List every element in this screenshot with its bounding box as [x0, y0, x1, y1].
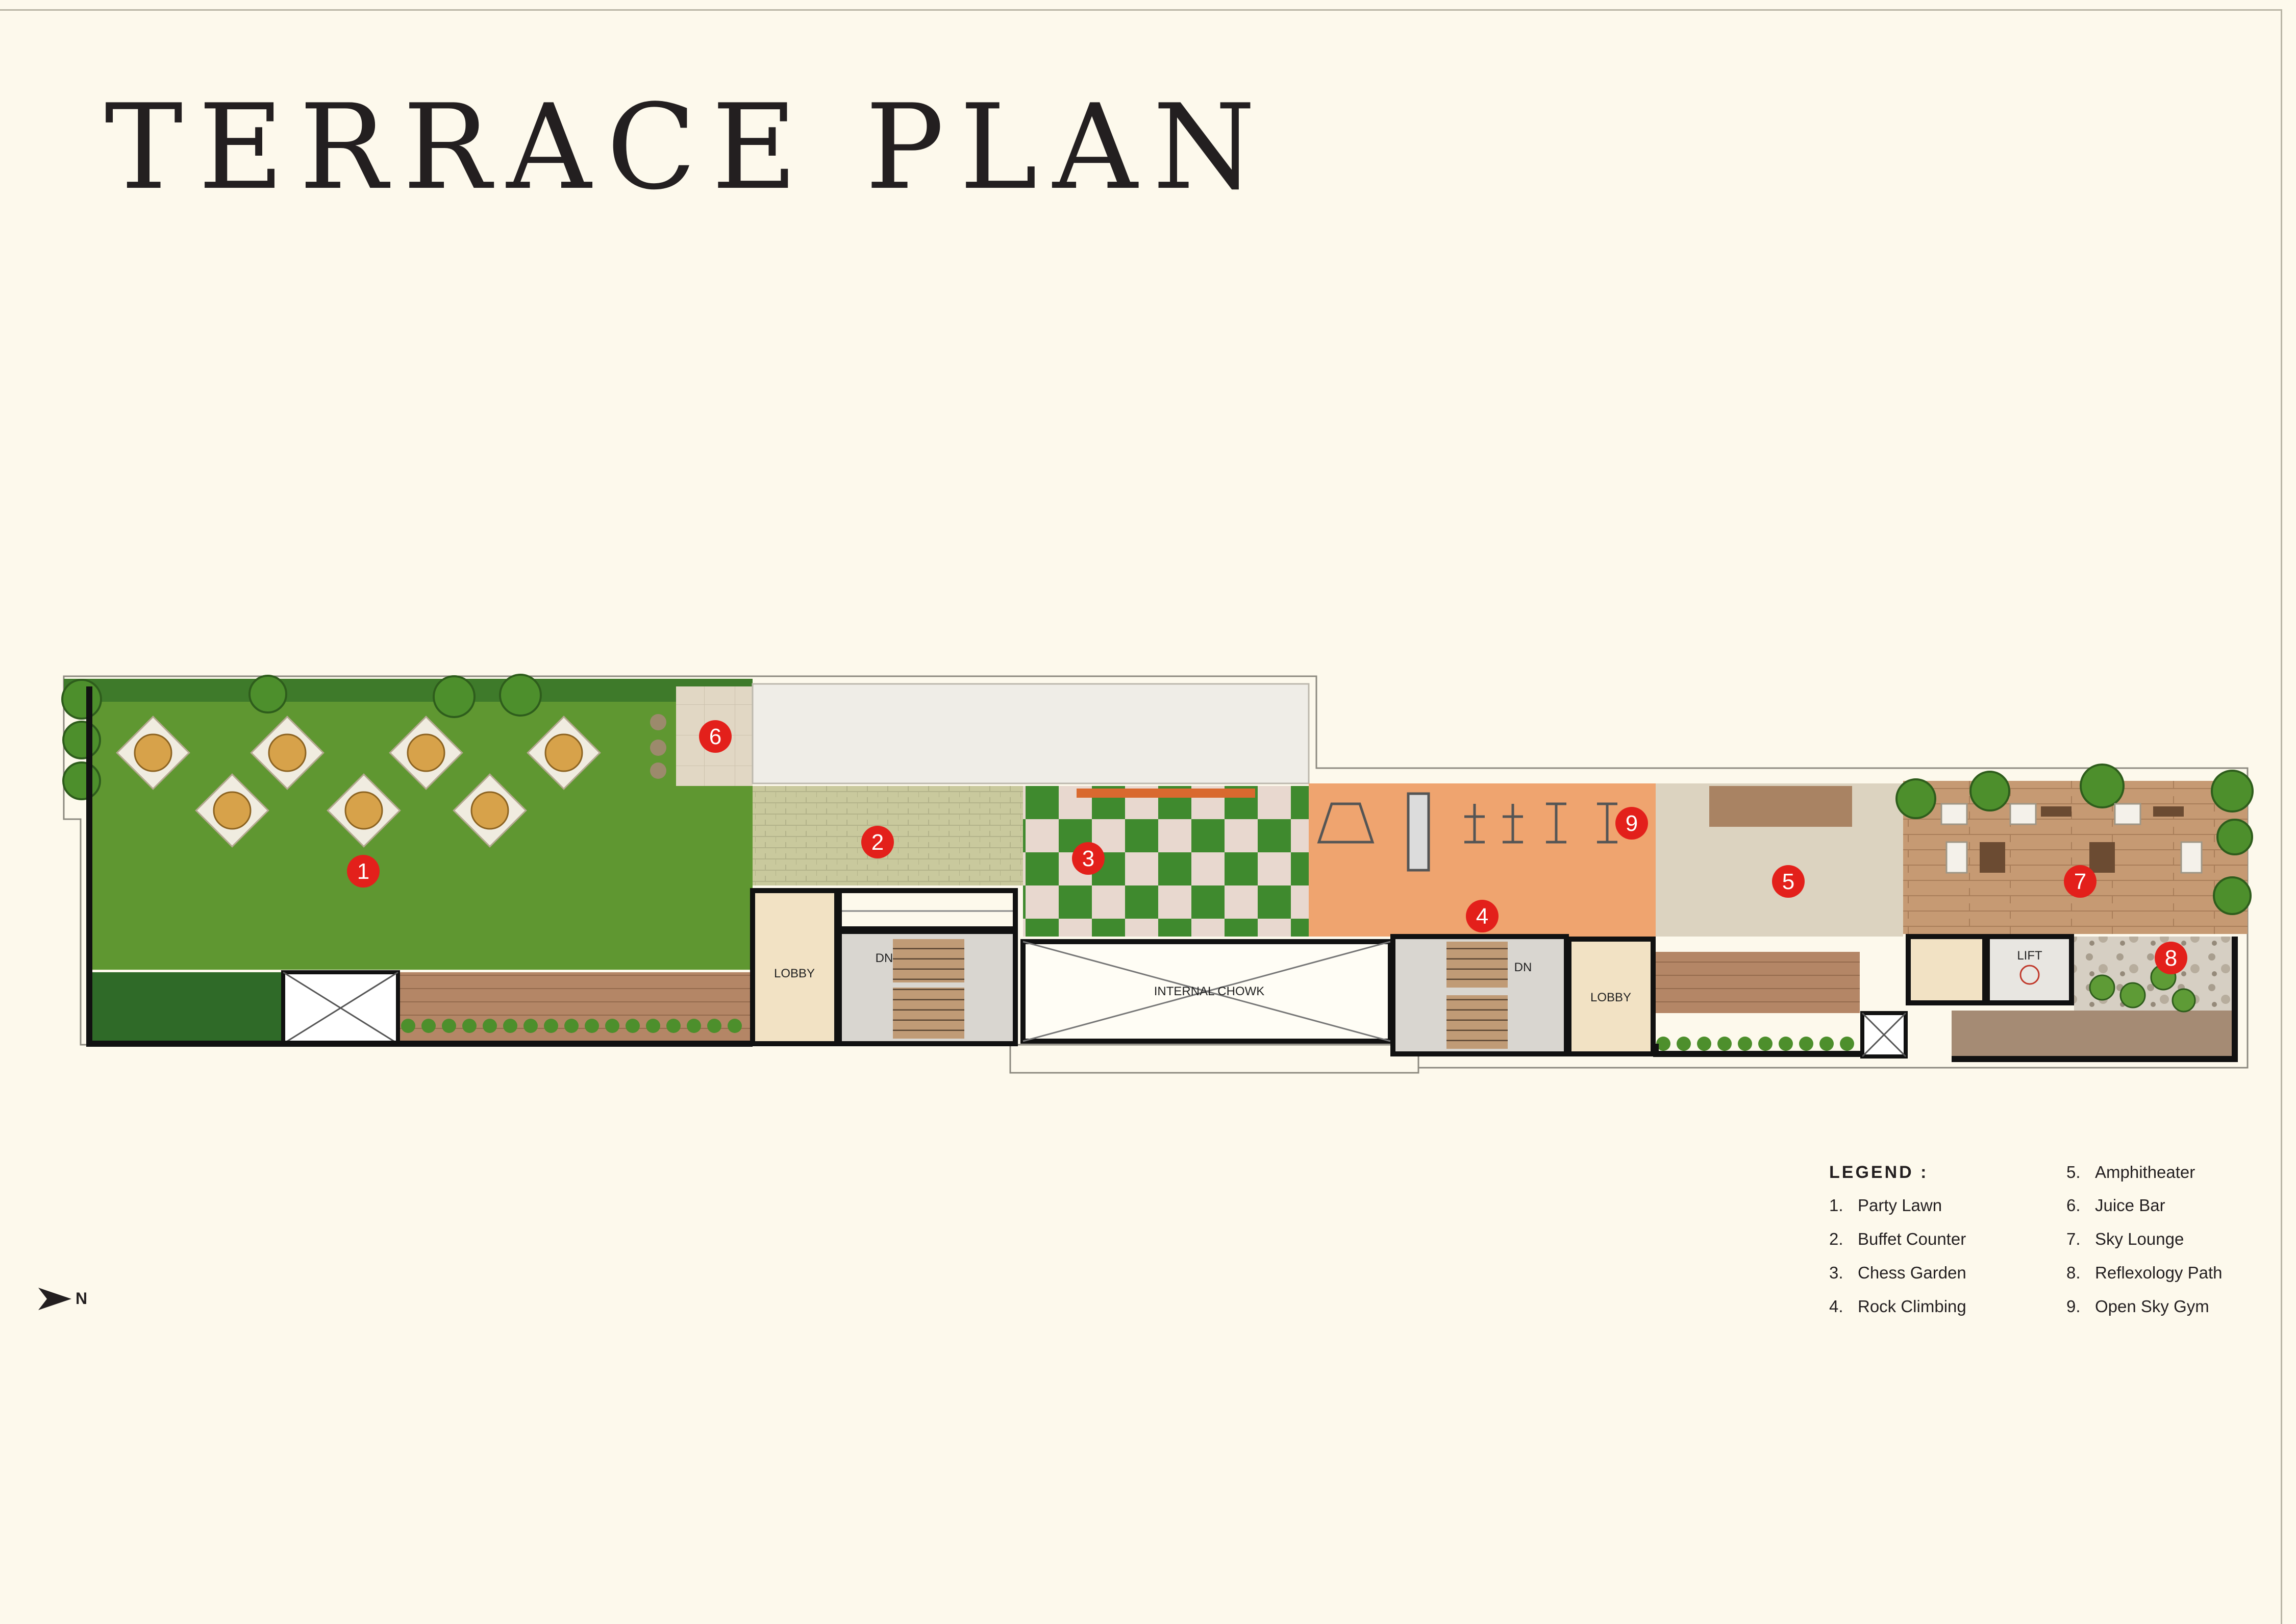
- lobby-east-label: LOBBY: [1590, 991, 1631, 1004]
- legend-item-label: Sky Lounge: [2095, 1229, 2184, 1248]
- legend-item-label: Buffet Counter: [1858, 1229, 1966, 1248]
- legend-item: 7. Sky Lounge: [2066, 1229, 2184, 1249]
- legend-title: LEGEND :: [1829, 1163, 1929, 1182]
- lobby-east: [1566, 937, 1656, 1056]
- marker-2-label: 2: [871, 830, 884, 855]
- legend-item-number: 5.: [2066, 1163, 2081, 1182]
- legend-item-number: 3.: [1829, 1263, 1843, 1282]
- legend-item-label: Chess Garden: [1858, 1263, 1966, 1282]
- marker-8: 8: [2155, 942, 2187, 974]
- area-markers: 1 2 3 4 5 6 7 8 9: [347, 720, 2187, 974]
- stair-west-dn-label: DN: [876, 951, 893, 965]
- marker-3-label: 3: [1082, 846, 1094, 871]
- stair-west-flight-upper: [893, 939, 964, 982]
- page-title: TERRACE PLAN: [105, 80, 1271, 216]
- chess-garden-bench: [1077, 789, 1255, 798]
- legend-item: 8. Reflexology Path: [2066, 1263, 2222, 1283]
- legend-item-number: 4.: [1829, 1297, 1843, 1316]
- legend-item-number: 1.: [1829, 1196, 1843, 1215]
- reflexology-shrubs: [2089, 964, 2196, 1013]
- juice-bar-stools: [650, 714, 666, 779]
- marker-2: 2: [861, 826, 894, 858]
- chess-garden: [1023, 786, 1309, 937]
- legend: LEGEND : 1. Party Lawn 2. Buffet Counter 3…: [1829, 1159, 2268, 1327]
- lawn-tables: [116, 716, 601, 848]
- legend-item-label: Amphitheater: [2095, 1163, 2195, 1182]
- marker-1-label: 1: [357, 859, 369, 884]
- legend-item: 5. Amphitheater: [2066, 1163, 2195, 1182]
- legend-item-number: 6.: [2066, 1196, 2081, 1215]
- north-arrow-icon: [38, 1288, 71, 1310]
- marker-4-label: 4: [1476, 904, 1488, 929]
- lawn-trees: [61, 674, 542, 800]
- lawn-lower-green: [92, 972, 283, 1044]
- lounge-trees: [1895, 764, 2254, 915]
- legend-item: 4. Rock Climbing: [1829, 1297, 1966, 1316]
- border-right: [2281, 9, 2282, 1624]
- stair-east-dn-label: DN: [1514, 961, 1532, 974]
- legend-item: 2. Buffet Counter: [1829, 1229, 1966, 1249]
- border-top: [0, 9, 2281, 11]
- marker-3: 3: [1072, 842, 1105, 875]
- stair-east-flight-lower: [1446, 995, 1508, 1049]
- marker-7: 7: [2064, 865, 2097, 898]
- marker-9: 9: [1615, 807, 1648, 840]
- legend-item-number: 9.: [2066, 1297, 2081, 1316]
- marker-5-label: 5: [1782, 869, 1794, 894]
- lobby-west: [750, 888, 839, 1046]
- legend-item-number: 8.: [2066, 1263, 2081, 1282]
- amphitheater-steps: [1656, 952, 1860, 1013]
- legend-item: 3. Chess Garden: [1829, 1263, 1966, 1283]
- legend-item-label: Juice Bar: [2095, 1196, 2165, 1215]
- legend-item: 1. Party Lawn: [1829, 1196, 1942, 1215]
- north-label: N: [76, 1289, 88, 1308]
- legend-item-number: 7.: [2066, 1229, 2081, 1248]
- west-core-top: [837, 888, 1018, 931]
- stair-east-flight-upper: [1446, 942, 1508, 988]
- roof-slab: [752, 683, 1310, 784]
- chowk-lower-outline: [1009, 1044, 1419, 1074]
- lift-lobby: [1906, 934, 1987, 1005]
- legend-item-number: 2.: [1829, 1229, 1843, 1248]
- outer-walls: [86, 686, 2238, 1062]
- lift-label: LIFT: [2017, 949, 2042, 963]
- legend-item-label: Party Lawn: [1858, 1196, 1942, 1215]
- internal-chowk-label: INTERNAL CHOWK: [1154, 985, 1264, 998]
- legend-item-label: Rock Climbing: [1858, 1297, 1966, 1316]
- deck-shrubs-east: [1656, 1037, 1854, 1051]
- lounge-furniture: [1940, 803, 2203, 874]
- marker-1: 1: [347, 855, 380, 888]
- amphitheater-stage: [1709, 786, 1852, 827]
- marker-6-label: 6: [709, 724, 721, 749]
- lift-compass: [2019, 965, 2040, 985]
- lobby-west-label: LOBBY: [774, 967, 815, 980]
- lift-shaft: [1985, 934, 2074, 1005]
- stair-west-flight-lower: [893, 988, 964, 1039]
- reflexology-lower: [1952, 1011, 2235, 1059]
- lounge-tables: [1980, 806, 2184, 873]
- deck-shrubs-west: [401, 1019, 742, 1033]
- legend-item-label: Reflexology Path: [2095, 1263, 2223, 1282]
- gym-equipment: [1317, 792, 1617, 872]
- marker-4: 4: [1466, 900, 1499, 932]
- legend-item-label: Open Sky Gym: [2095, 1297, 2209, 1316]
- marker-9-label: 9: [1626, 811, 1638, 836]
- legend-item: 9. Open Sky Gym: [2066, 1297, 2209, 1316]
- marker-6: 6: [699, 720, 732, 753]
- marker-7-label: 7: [2074, 869, 2086, 894]
- hedge-row-top: [64, 679, 753, 702]
- marker-8-label: 8: [2165, 946, 2177, 971]
- legend-item: 6. Juice Bar: [2066, 1196, 2165, 1215]
- marker-5: 5: [1772, 865, 1805, 898]
